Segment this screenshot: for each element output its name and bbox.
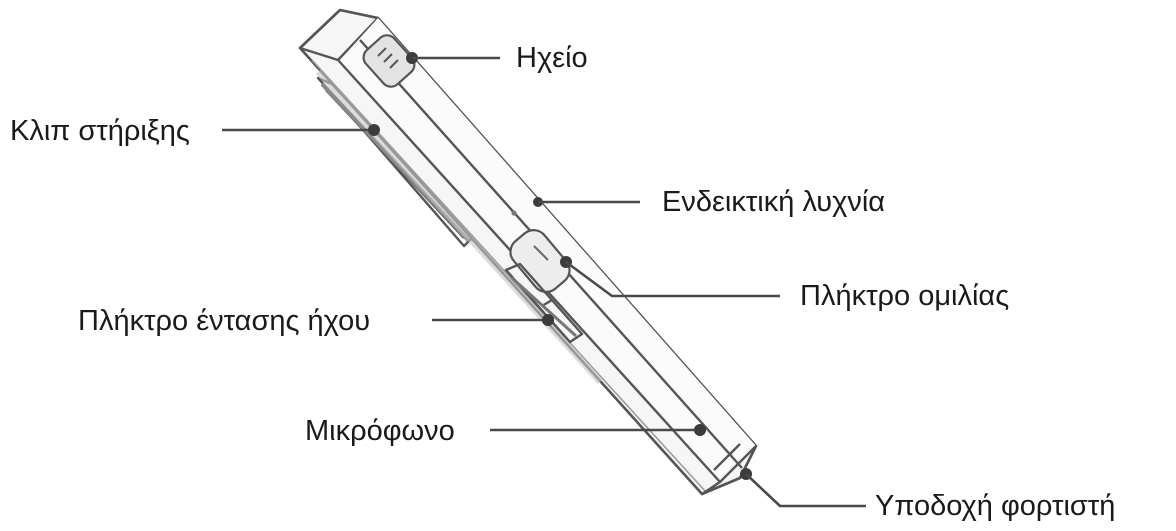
label-speaker: Ηχείο bbox=[516, 42, 588, 74]
device-illustration bbox=[298, 8, 758, 496]
label-microphone: Μικρόφωνο bbox=[305, 415, 455, 447]
label-clip: Κλιπ στήριξης bbox=[10, 115, 190, 147]
speaker-grille bbox=[362, 34, 416, 88]
callout-speaker: Ηχείο bbox=[406, 42, 588, 74]
callout-clip: Κλιπ στήριξης bbox=[10, 115, 380, 147]
callout-indicator: Ενδεικτική λυχνία bbox=[533, 186, 885, 218]
label-talk-button: Πλήκτρο ομιλίας bbox=[800, 280, 1009, 312]
callout-volume-button: Πλήκτρο έντασης ήχου bbox=[78, 305, 554, 337]
callout-charger-port: Υποδοχή φορτιστή bbox=[740, 468, 1115, 522]
talk-button-shape bbox=[509, 229, 571, 293]
label-indicator: Ενδεικτική λυχνία bbox=[662, 186, 885, 218]
callout-microphone: Μικρόφωνο bbox=[305, 415, 706, 447]
label-charger-port: Υποδοχή φορτιστή bbox=[875, 490, 1115, 522]
callout-talk-button: Πλήκτρο ομιλίας bbox=[560, 256, 1009, 312]
indicator-led bbox=[511, 210, 517, 216]
label-volume-button: Πλήκτρο έντασης ήχου bbox=[78, 305, 370, 337]
